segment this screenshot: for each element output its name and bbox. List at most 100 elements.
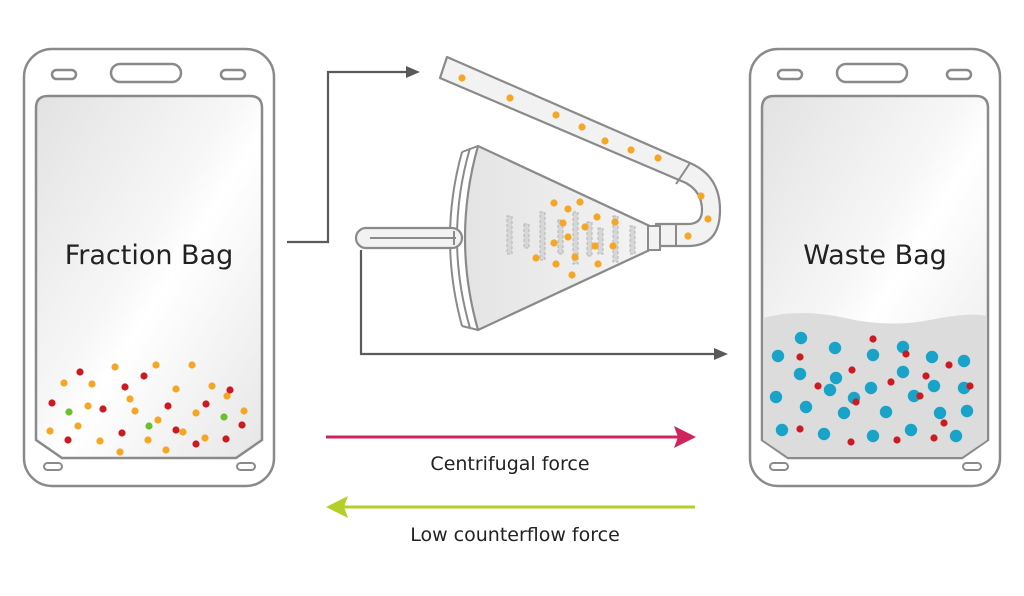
orange-particle bbox=[154, 416, 162, 424]
red-particle bbox=[869, 335, 877, 343]
centrifugal-force-label: Centrifugal force bbox=[430, 453, 589, 475]
separation-band bbox=[572, 211, 579, 265]
orange-particle bbox=[552, 111, 560, 119]
red-particle bbox=[930, 434, 938, 442]
tube-particles bbox=[458, 74, 712, 240]
orange-particle bbox=[111, 363, 119, 371]
blue-particle bbox=[879, 405, 893, 419]
red-particle bbox=[922, 372, 930, 380]
orange-particle bbox=[88, 380, 96, 388]
red-particle bbox=[887, 378, 895, 386]
blue-particle bbox=[828, 341, 842, 355]
blue-particle bbox=[817, 427, 831, 441]
blue-particle bbox=[960, 404, 974, 418]
orange-particle bbox=[458, 74, 466, 82]
orange-particle bbox=[188, 361, 196, 369]
blue-particle bbox=[866, 429, 880, 443]
green-particle bbox=[220, 413, 228, 421]
fraction-bag-particles bbox=[46, 361, 248, 456]
orange-particle bbox=[532, 254, 540, 262]
orange-particle bbox=[609, 242, 617, 250]
waste-bag-handle-slot bbox=[835, 62, 909, 84]
red-particle bbox=[118, 429, 126, 437]
red-particle bbox=[76, 368, 84, 376]
blue-particle bbox=[925, 350, 939, 364]
separation-band bbox=[557, 219, 564, 255]
red-particle bbox=[966, 382, 974, 390]
red-particle bbox=[945, 361, 953, 369]
blue-particle bbox=[949, 429, 963, 443]
green-particle bbox=[65, 408, 73, 416]
orange-particle bbox=[201, 434, 209, 442]
fraction-bag: Fraction Bag bbox=[22, 47, 276, 488]
orange-particle bbox=[179, 428, 187, 436]
fraction-bag-label: Fraction Bag bbox=[65, 240, 234, 271]
separation-band bbox=[629, 225, 636, 255]
blue-particle bbox=[927, 379, 941, 393]
orange-particle bbox=[564, 233, 572, 241]
blue-particle bbox=[829, 371, 843, 385]
red-particle bbox=[796, 425, 804, 433]
fraction-bag-port-left bbox=[43, 462, 63, 471]
red-particle bbox=[902, 350, 910, 358]
blue-particle bbox=[794, 331, 808, 345]
orange-particle bbox=[552, 260, 560, 268]
orange-particle bbox=[654, 154, 662, 162]
red-particle bbox=[64, 436, 72, 444]
orange-particle bbox=[550, 239, 558, 247]
orange-particle bbox=[568, 271, 576, 279]
centrifugal-force-arrow bbox=[326, 426, 696, 448]
orange-particle bbox=[192, 409, 200, 417]
waste-bag-hole-right bbox=[945, 68, 973, 81]
cone-separation-bands bbox=[506, 211, 636, 265]
blue-particle bbox=[907, 389, 921, 403]
orange-particle bbox=[550, 199, 558, 207]
red-particle bbox=[893, 436, 901, 444]
green-particle bbox=[145, 422, 153, 430]
waste-bag-label: Waste Bag bbox=[803, 240, 947, 271]
red-particle bbox=[99, 405, 107, 413]
blue-particle bbox=[866, 348, 880, 362]
red-particle bbox=[140, 372, 148, 380]
orange-particle bbox=[684, 232, 692, 240]
orange-particle bbox=[601, 137, 609, 145]
orange-particle bbox=[576, 198, 584, 206]
waste-bag-port-right bbox=[962, 462, 982, 471]
red-particle bbox=[852, 398, 860, 406]
counterflow-force-arrow bbox=[326, 496, 695, 518]
flow-arrow-to-waste bbox=[359, 250, 728, 360]
blue-particle bbox=[933, 406, 947, 420]
blue-particle bbox=[769, 390, 783, 404]
fraction-bag-hole-right bbox=[219, 68, 247, 81]
blue-particle bbox=[896, 365, 910, 379]
orange-particle bbox=[60, 379, 68, 387]
red-particle bbox=[226, 386, 234, 394]
red-particle bbox=[121, 383, 129, 391]
red-particle bbox=[848, 366, 856, 374]
orange-particle bbox=[162, 446, 170, 454]
red-particle bbox=[222, 435, 230, 443]
orange-particle bbox=[240, 407, 248, 415]
red-particle bbox=[48, 399, 56, 407]
orange-particle bbox=[697, 192, 705, 200]
orange-particle bbox=[578, 123, 586, 131]
orange-particle bbox=[581, 223, 589, 231]
fraction-bag-chamber bbox=[34, 94, 264, 460]
red-particle bbox=[814, 382, 822, 390]
orange-particle bbox=[74, 422, 82, 430]
orange-particle bbox=[46, 427, 54, 435]
orange-particle bbox=[131, 407, 139, 415]
orange-particle bbox=[559, 219, 567, 227]
counterflow-force-label: Low counterflow force bbox=[410, 524, 620, 546]
separation-band bbox=[506, 215, 513, 255]
orange-particle bbox=[506, 94, 514, 102]
orange-particle bbox=[126, 395, 134, 403]
orange-particle bbox=[571, 253, 579, 261]
separation-band bbox=[612, 215, 619, 263]
red-particle bbox=[202, 400, 210, 408]
red-particle bbox=[847, 438, 855, 446]
orange-particle bbox=[594, 260, 602, 268]
blue-particle bbox=[864, 381, 878, 395]
